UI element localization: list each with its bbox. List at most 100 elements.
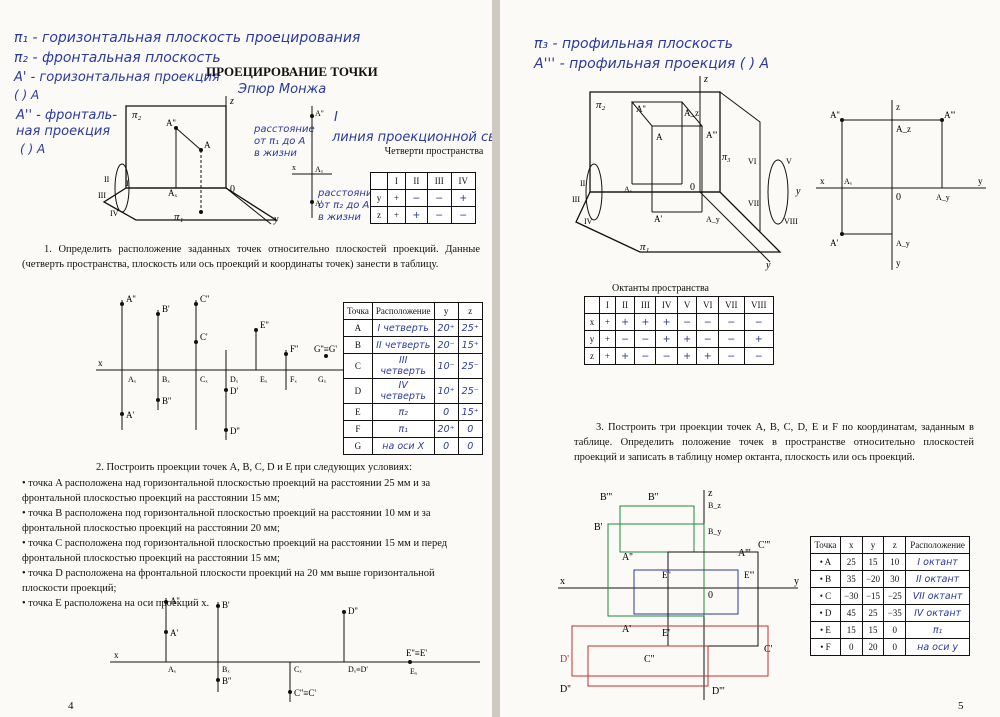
quarters-caption: Четверти пространства [384,146,484,157]
table-cell: x [583,313,601,331]
table-cell: 20⁻ [433,336,459,354]
oct-h2: II [614,296,636,314]
table-cell: π₂ [371,403,435,421]
svg-text:Fₓ: Fₓ [290,375,297,384]
table-cell: + [676,347,698,365]
svg-text:Eₓ: Eₓ [410,667,418,676]
note-distance2-2: от π₂ до A [318,200,370,211]
svg-text:D': D' [230,386,238,396]
table-cell: − [743,347,775,365]
svg-text:D': D' [560,654,569,665]
t1-h3: z [457,302,483,320]
svg-text:A': A' [622,624,631,635]
table-cell: −20 [861,570,885,588]
svg-text:A_y: A_y [896,239,910,248]
table-cell: 15⁺ [457,336,483,354]
oct-h8: VIII [743,296,775,314]
note-distance-2: от π₁ до A [254,136,306,147]
svg-text:I: I [126,179,129,188]
table-cell: I октант [905,553,970,571]
svg-text:B'': B'' [222,676,232,686]
table-cell: − [614,330,636,348]
t1-h0: Точка [343,302,373,320]
table-cell: 35 [839,570,863,588]
svg-text:A': A' [170,628,178,638]
t1-h2: y [433,302,459,320]
t3-h2: y [861,536,885,554]
table-cell: на оси X [371,437,435,455]
svg-text:A_y: A_y [936,193,950,202]
svg-text:π₃: π₃ [722,152,731,163]
svg-text:A': A' [830,238,838,248]
svg-text:VI: VI [748,157,757,166]
page-number-right: 5 [958,700,964,712]
svg-text:Aₓ: Aₓ [624,185,633,194]
note-distance-1: расстояние [254,124,315,135]
table-cell: z [583,347,601,365]
svg-text:C''≡C': C''≡C' [294,688,316,698]
table-cell: 0 [883,638,907,656]
table-cell: 0 [457,420,483,438]
svg-text:y: y [765,260,771,271]
book-gutter [492,0,500,717]
svg-text:A'': A'' [315,109,324,118]
svg-text:π₁: π₁ [174,211,184,223]
svg-text:Gₓ: Gₓ [318,375,327,384]
table-cell: • A [810,553,841,571]
svg-text:G''≡G': G''≡G' [314,344,337,354]
note-a-horizontal: A' - горизонтальная проекция [14,70,220,85]
svg-text:III: III [98,191,106,200]
svg-text:B'': B'' [162,396,172,406]
table-cell: π₁ [371,420,435,438]
table-cell: − [718,313,745,331]
small-epure: A''A' Aₓx [292,106,332,218]
svg-text:π₂: π₂ [596,99,606,111]
svg-text:B_y: B_y [708,527,721,536]
svg-text:y: y [896,258,901,268]
table-cell: 15 [861,621,885,639]
left-page: π₁ - горизонтальная плоскость проецирова… [0,0,519,717]
table-cell: + [599,330,616,348]
note-projection-line: линия проекционной связи [332,130,519,145]
table-cell: 25⁺ [457,319,483,337]
svg-text:A''': A''' [706,130,718,140]
svg-text:z: z [229,96,234,107]
svg-text:A'': A'' [636,104,646,114]
table-cell: II октант [905,570,970,588]
oct-h0 [583,296,601,314]
svg-text:A_z: A_z [684,108,699,118]
svg-text:E'': E'' [260,320,269,330]
svg-text:A'': A'' [170,596,180,606]
svg-text:π₁: π₁ [640,241,650,253]
table-cell: 25 [839,553,863,571]
task2-item: • точка B расположена под горизонтальной… [22,508,431,534]
svg-text:A': A' [315,199,323,208]
note-pi1: π₁ - горизонтальная плоскость проецирова… [14,30,361,46]
note-distance-3: в жизни [254,148,297,159]
note-pi2: π₂ - фронтальная плоскость [14,50,221,66]
table-cell: + [655,313,678,331]
oct-h7: VII [718,296,745,314]
svg-text:z: z [896,102,900,112]
three-view-epure: A''A_z A'''x Aₓ0 A_yy zA' A_yy [816,100,986,270]
svg-text:Aₓ: Aₓ [168,665,177,674]
table-cell: + [404,206,428,224]
note-monge: Эпюр Монжа [238,82,327,97]
table-cell: + [634,313,657,331]
table-cell: + [450,189,477,207]
table-cell: + [614,347,636,365]
svg-text:Cₓ: Cₓ [294,665,302,674]
svg-text:A'': A'' [126,294,136,304]
note-point-a-2: ( ) A [20,142,46,156]
table-cell: IV октант [905,604,970,622]
table-cell: I четверть [371,319,435,337]
table-cell: C [343,353,373,379]
table-row: z + + − − + + − − [583,347,775,365]
